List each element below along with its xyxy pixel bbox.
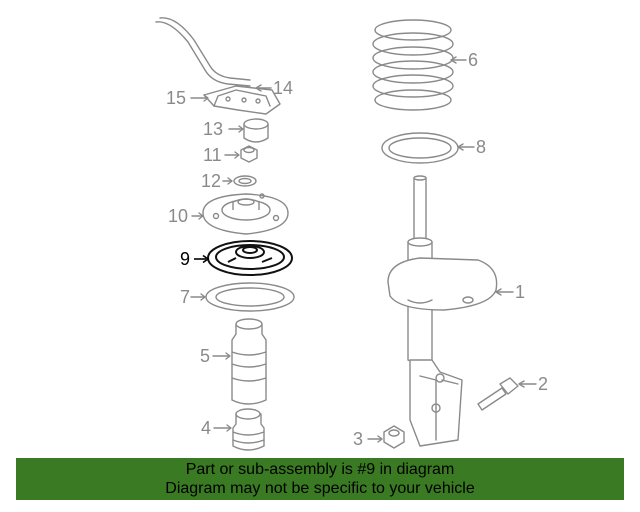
callout-4: 4 [201,418,211,438]
callout-12: 12 [201,171,221,191]
info-banner: Part or sub-assembly is #9 in diagram Di… [16,458,624,500]
callout-7: 7 [180,287,190,307]
strut-1-drawing [387,175,498,447]
nut-11-drawing [240,145,258,163]
leader-lines [190,56,537,443]
bearing-9-drawing [207,240,293,276]
callout-11: 11 [203,145,222,165]
spring-seat-8-drawing [381,132,459,164]
callout-10: 10 [168,206,188,226]
stabilizer-bar-drawing [155,17,281,115]
bolt-2-drawing [477,377,519,411]
callout-1: 1 [515,282,525,302]
banner-line-1: Part or sub-assembly is #9 in diagram [185,461,455,478]
callout-13: 13 [203,119,223,139]
insulator-7-drawing [205,282,295,312]
strut-mount-10-drawing [202,193,289,235]
callout-6: 6 [468,50,478,70]
callout-8: 8 [476,137,486,157]
callout-3: 3 [353,429,363,449]
callout-15: 15 [166,88,186,108]
callout-5: 5 [200,346,210,366]
bump-stop-4-drawing [232,408,265,451]
callout-9: 9 [180,249,190,269]
bushing-13-drawing [243,118,269,143]
nut-3-drawing [383,425,405,449]
callout-14: 14 [273,78,293,98]
banner-line-2: Diagram may not be specific to your vehi… [165,480,475,497]
callout-2: 2 [538,374,548,394]
washer-12-drawing [233,175,257,187]
coil-spring-6-drawing [372,19,454,111]
boot-5-drawing [231,318,267,405]
